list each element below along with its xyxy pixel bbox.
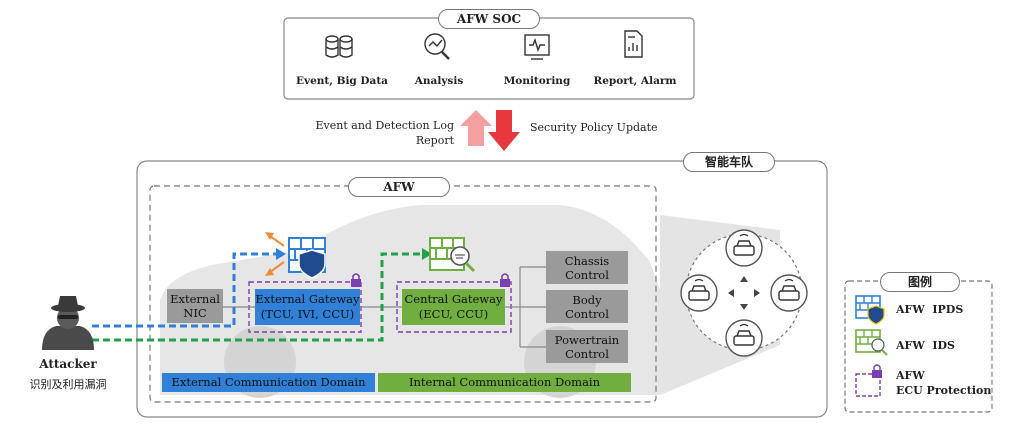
afw-title: AFW <box>348 177 450 197</box>
soc-item-analysis-label: Analysis <box>414 75 464 87</box>
upload-arrow <box>460 110 492 146</box>
fleet-car-bottom <box>725 319 763 357</box>
database-icon <box>325 35 353 58</box>
legend-ipds-label: AFW IPDS <box>896 303 964 316</box>
soc-item-report-label: Report, Alarm <box>593 75 677 87</box>
policy-update-label: Security Policy Update <box>530 121 658 134</box>
ipds-firewall-icon <box>288 237 326 279</box>
internal-domain-label: Internal Communication Domain <box>408 375 601 389</box>
legend-ids-icon <box>855 329 888 356</box>
legend-afw-label: AFW <box>896 369 925 382</box>
chassis-control-box: Chassis Control <box>546 251 628 284</box>
powertrain-control-box: Powertrain Control <box>546 330 628 363</box>
internal-domain-bar: Internal Communication Domain <box>378 373 631 392</box>
fleet-car-left <box>680 274 718 312</box>
monitor-pulse-icon <box>524 34 550 60</box>
external-gateway-box: External Gateway (TCU, IVI, CCU) <box>255 289 360 325</box>
chassis-control-label: Chassis Control <box>564 253 610 282</box>
event-log-label-line2: Report <box>415 134 454 147</box>
ids-firewall-icon <box>429 237 476 273</box>
central-gateway-sublabel: (ECU, CCU) <box>418 307 489 321</box>
event-log-label: Event and Detection Log Report <box>316 118 454 148</box>
attacker-icon <box>42 296 94 350</box>
central-gateway-box: Central Gateway (ECU, CCU) <box>402 289 505 325</box>
central-gateway-label: Central Gateway <box>404 292 503 306</box>
external-domain-bar: External Communication Domain <box>162 373 375 392</box>
lock-icon <box>500 273 510 287</box>
external-gateway-label: External Gateway <box>255 292 360 306</box>
fleet-exchange-arrows <box>728 276 760 310</box>
legend-ids-label: AFW IDS <box>896 339 955 352</box>
legend-ecu-protection-icon <box>855 364 882 397</box>
report-document-icon <box>624 30 643 58</box>
download-arrow <box>488 110 520 151</box>
attacker-subtitle: 识别及利用漏洞 <box>29 378 107 391</box>
attacker-title: Attacker <box>39 357 97 371</box>
soc-item-event-label: Event, Big Data <box>295 75 388 87</box>
magnifier-chart-icon <box>424 33 450 60</box>
body-control-box: Body Control <box>546 290 628 323</box>
attack-path-blue <box>92 252 278 328</box>
legend-title: 图例 <box>880 272 960 292</box>
powertrain-control-label: Powertrain Control <box>554 332 620 361</box>
external-nic-box: External NIC <box>167 289 223 323</box>
legend-ecu-label: ECU Protection <box>896 384 992 397</box>
soc-item-monitoring-label: Monitoring <box>503 75 571 87</box>
fleet-car-right <box>770 274 808 312</box>
body-control-label: Body Control <box>565 292 609 321</box>
fleet-title: 智能车队 <box>683 152 775 172</box>
legend-frame <box>844 280 993 413</box>
attack-path-green <box>92 252 424 342</box>
lock-icon <box>351 273 361 287</box>
external-domain-label: External Communication Domain <box>171 375 366 389</box>
fleet-car-top <box>725 229 763 267</box>
event-log-label-line1: Event and Detection Log <box>315 119 454 132</box>
soc-title: AFW SOC <box>438 9 540 29</box>
external-nic-label: External NIC <box>170 292 220 320</box>
legend-ipds-icon <box>855 295 885 325</box>
external-gateway-sublabel: (TCU, IVI, CCU) <box>260 307 355 321</box>
